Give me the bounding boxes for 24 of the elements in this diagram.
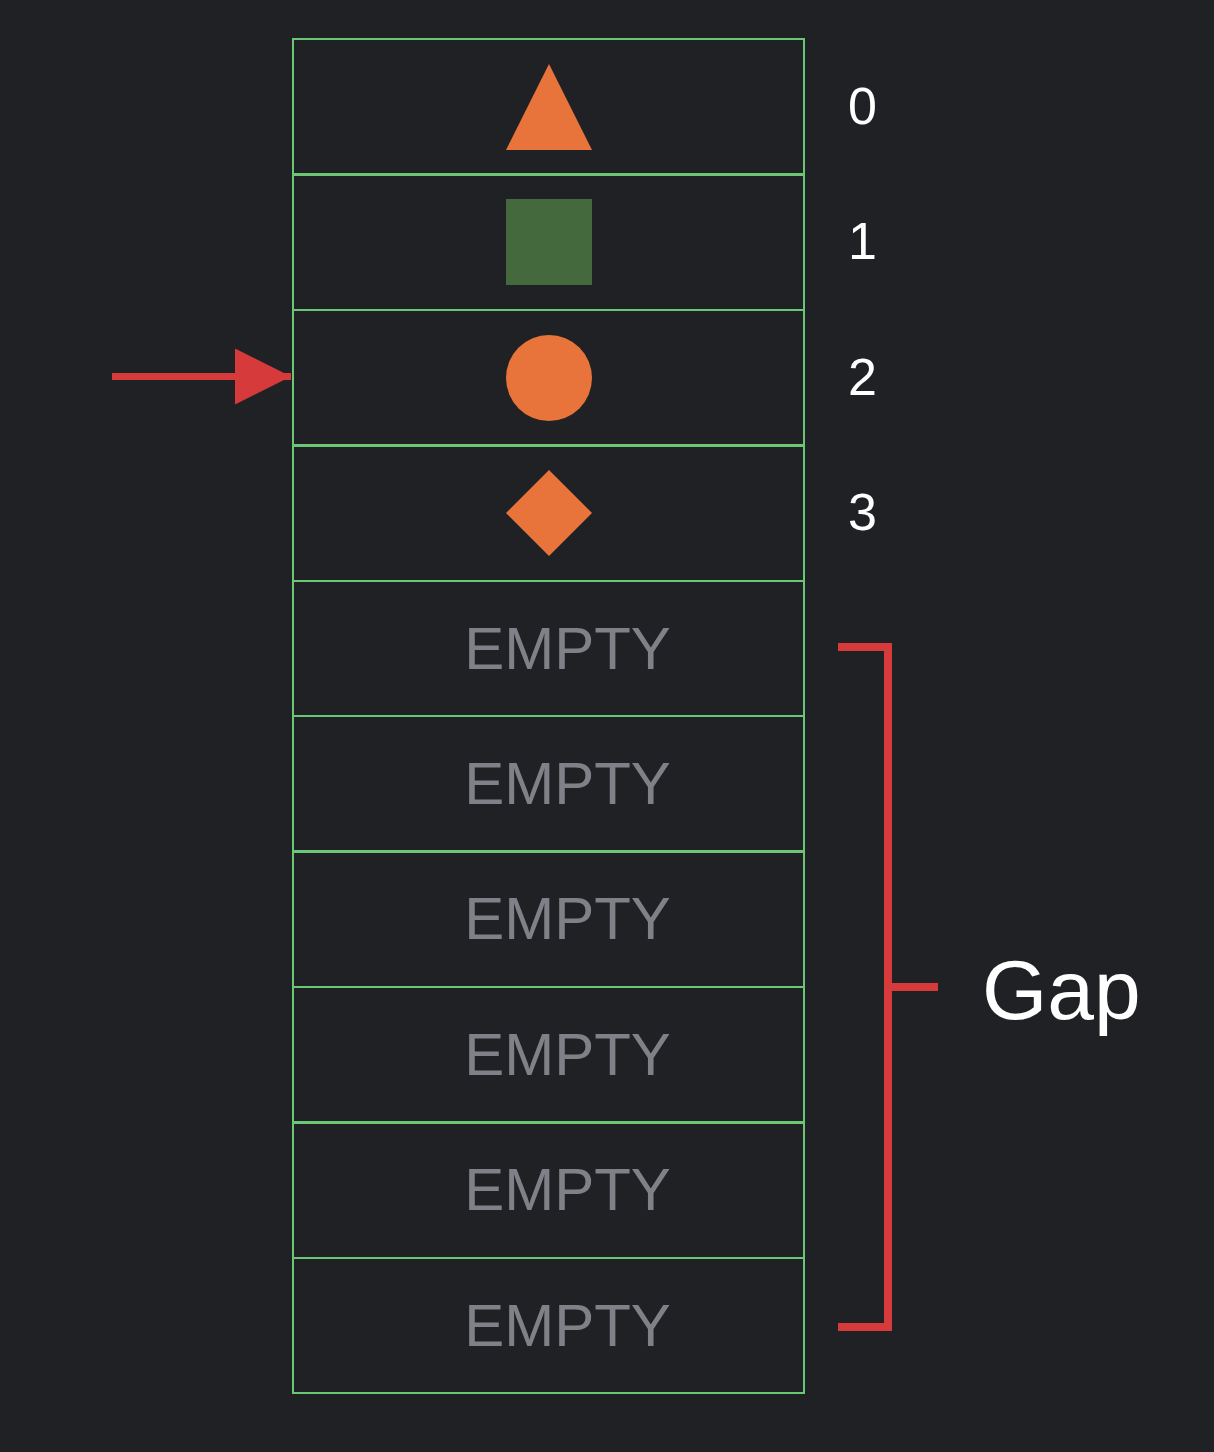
array-cell <box>292 1121 805 1260</box>
diamond-shape <box>504 469 593 558</box>
array-cell <box>292 985 805 1124</box>
index-number: 2 <box>848 350 877 403</box>
array-cell <box>292 308 805 447</box>
index-number: 0 <box>848 79 877 132</box>
array-cell <box>292 579 805 718</box>
array-cell <box>292 38 805 176</box>
cell-text: EMPTY <box>464 1160 671 1221</box>
cell-text: EMPTY <box>464 889 671 950</box>
cell-text: EMPTY <box>464 753 671 814</box>
index-number: 3 <box>848 485 877 538</box>
square-shape <box>504 198 593 287</box>
array-cell <box>292 173 805 312</box>
array-cell <box>292 850 805 989</box>
array-cell <box>292 1256 805 1395</box>
cell-text: EMPTY <box>464 1024 671 1085</box>
array-cell <box>292 444 805 583</box>
array-cell <box>292 715 805 853</box>
cell-text: EMPTY <box>464 618 671 679</box>
triangle-shape <box>504 62 593 151</box>
circle-shape <box>504 333 593 422</box>
index-number: 1 <box>848 215 877 268</box>
cell-text: EMPTY <box>464 1295 671 1356</box>
